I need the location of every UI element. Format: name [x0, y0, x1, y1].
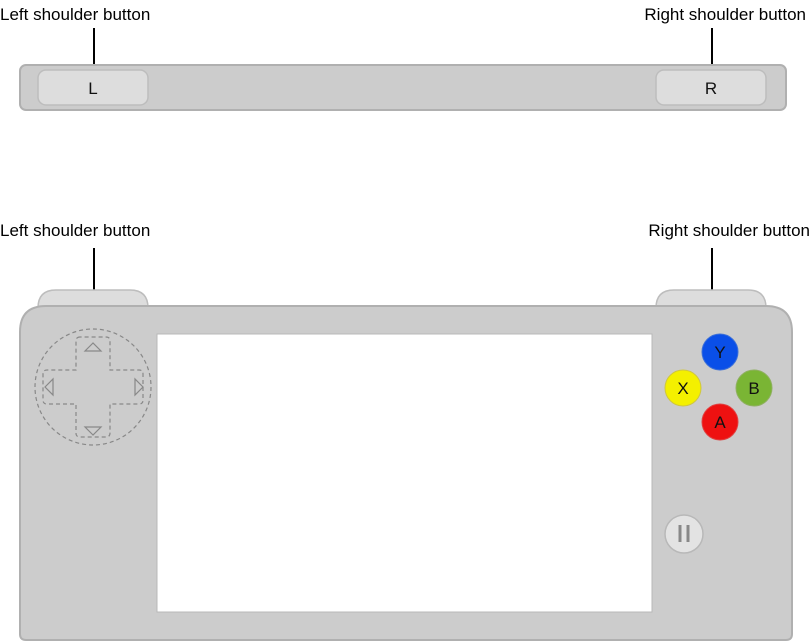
- left-shoulder-label-top: Left shoulder button: [0, 5, 150, 24]
- right-shoulder-label-front: Right shoulder button: [648, 221, 810, 240]
- r-button-label: R: [705, 79, 717, 98]
- a-button-label: A: [714, 413, 726, 432]
- a-button-circle: [701, 403, 739, 441]
- right-shoulder-button[interactable]: [655, 289, 767, 309]
- controller-top-edge: [19, 64, 787, 111]
- x-button[interactable]: X: [664, 369, 702, 407]
- x-button-label: X: [677, 379, 688, 398]
- front-view: Left shoulder button Right shoulder butt…: [0, 221, 810, 641]
- y-button-label: Y: [714, 343, 725, 362]
- b-button-circle: [735, 369, 773, 407]
- b-button-label: B: [748, 379, 759, 398]
- x-button-circle: [664, 369, 702, 407]
- dpad-down-icon: [83, 426, 103, 436]
- dpad-right-icon: [134, 377, 144, 397]
- pause-button[interactable]: [664, 514, 704, 554]
- dpad-left-icon: [44, 377, 54, 397]
- left-shoulder-label-front: Left shoulder button: [0, 221, 150, 240]
- right-shoulder-label-top: Right shoulder button: [644, 5, 806, 24]
- b-button[interactable]: B: [735, 369, 773, 407]
- left-shoulder-button[interactable]: [37, 289, 149, 309]
- l-button-label: L: [88, 79, 97, 98]
- left-shoulder-button-top[interactable]: [37, 69, 149, 106]
- y-button-circle: [701, 333, 739, 371]
- right-shoulder-button-top[interactable]: [655, 69, 767, 106]
- dpad-up-icon: [83, 342, 103, 352]
- screen: [156, 333, 653, 613]
- dpad-icon[interactable]: [34, 328, 152, 446]
- y-button[interactable]: Y: [701, 333, 739, 371]
- top-view: Left shoulder button Right shoulder butt…: [0, 5, 806, 111]
- pause-icon: [678, 525, 690, 542]
- a-button[interactable]: A: [701, 403, 739, 441]
